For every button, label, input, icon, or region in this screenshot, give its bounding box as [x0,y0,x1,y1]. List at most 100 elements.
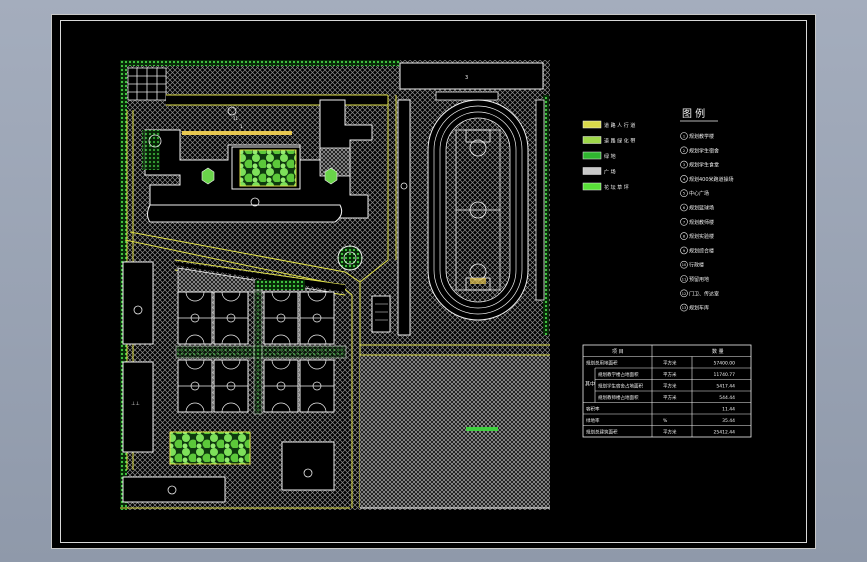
table-cell-value: 544.44 [719,395,735,401]
legend-item-number: 10 [682,263,686,267]
table-cell-unit: 平方米 [663,371,677,378]
legend-swatch: 道 路 绿 化 带 [582,136,635,145]
table-cell-value: 11.44 [722,407,735,413]
table-cell-unit: 平方米 [663,394,677,401]
legend-item-number: 2 [683,149,685,153]
building-north-label: 3 [465,75,468,81]
table-cell-name: 规划教学楼占地面积 [598,371,639,378]
tree-garden [169,431,251,465]
svg-text:⊥⊥: ⊥⊥ [131,401,140,407]
site-plan: 1 [120,60,550,510]
legend-swatch: 绿 地 [582,151,616,160]
north-green-belt [120,60,400,66]
track-west-strip [397,99,411,336]
legend-item-number: 13 [682,306,686,310]
legend-item-label: 规划教学楼 [689,133,714,140]
legend-item-number: 4 [683,177,686,181]
table-row: 容积率 11.44 [586,406,735,413]
parking-lot [127,67,167,101]
legend: 图 例 道 路 人 行 道道 路 绿 化 带绿 地广 场花 坛 草 坪 1 规划教… [582,107,734,312]
table-cell-value: 5417.44 [716,384,735,390]
legend-item: 9 规划综合楼 [680,246,714,254]
legend-item-label: 行政楼 [689,262,704,269]
legend-swatches: 道 路 人 行 道道 路 绿 化 带绿 地广 场花 坛 草 坪 [582,120,635,191]
east-green-belt [543,95,549,335]
legend-item: 1 规划教学楼 [680,132,714,140]
legend-item-label: 规划教师楼 [689,219,714,226]
building-number: 1 [240,124,243,129]
legend-item-label: 预留用地 [689,276,709,283]
reserved-marker [466,427,498,431]
legend-item-number: 7 [683,220,685,224]
basketball-court-pair [177,291,249,345]
table-cell-name: 绿地率 [586,417,600,424]
legend-item-label: 门卫、传达室 [689,290,719,297]
table-cell-unit: 平方米 [663,383,677,390]
table-cell-value: 11740.77 [714,372,736,378]
legend-item-number: 3 [683,163,685,167]
courtyard-garden [239,149,297,187]
drawing-frame [60,20,807,543]
legend-swatch-label: 花 坛 草 坪 [604,184,629,191]
legend-item-number: 11 [682,278,686,282]
table-cell-value: 57400.00 [714,361,736,367]
legend-item-number: 1 [683,135,685,139]
table-row: 规划总用地面积 平方米 57400.00 [586,360,735,367]
table-cell-name: 容积率 [586,406,600,413]
legend-swatch-label: 道 路 人 行 道 [604,122,635,129]
green-strip [255,280,305,290]
table-row: 绿地率%35.44 [586,417,735,424]
legend-item-number: 12 [682,292,686,296]
legend-item-number: 9 [683,249,685,253]
table-cell-name: 规划总用地面积 [586,360,618,367]
legend-item: 7 规划教师楼 [680,218,714,226]
legend-item-label: 规划400米跑道操场 [689,176,734,183]
building-small [371,295,391,333]
table-cell-name: 规划教师楼占地面积 [598,394,639,401]
legend-item-label: 中心广场 [689,190,709,197]
table-cell-value: 25412.44 [714,430,736,436]
legend-item-label: 规划实验楼 [689,233,714,240]
legend-item-label: 规划车库 [689,305,709,312]
table-row: 规划学生宿舍占地面积 平方米 5417.44 [598,383,735,390]
basketball-court-pair [263,359,335,413]
legend-title: 图 例 [682,107,705,120]
table-cell-unit: 平方米 [663,429,677,436]
legend-swatch-label: 广 场 [604,169,616,176]
legend-item-label: 规划学生宿舍 [689,147,719,154]
table-row: 规划教学楼占地面积 平方米 11740.77 [598,371,735,378]
legend-item-label: 规划综合楼 [689,247,714,254]
running-track [427,99,529,321]
legend-item-number: 6 [683,206,685,210]
legend-item: 6 规划篮球场 [680,203,714,212]
table-header: 项 目 [612,349,624,355]
table-cell-unit: 平方米 [663,360,677,367]
legend-item: 8 规划实验楼 [680,232,714,240]
legend-item: 2 规划学生宿舍 [680,146,719,154]
table-row: 规划教师楼占地面积 平方米 544.44 [598,394,735,401]
legend-item-number: 5 [683,192,685,196]
table-header: 数 量 [712,348,724,355]
legend-item-label: 规划学生食堂 [689,162,719,169]
legend-item-number: 8 [683,235,685,239]
table-cell-name: 规划学生宿舍占地面积 [598,383,643,390]
building-south [281,441,335,491]
legend-swatch-label: 道 路 绿 化 带 [604,138,635,145]
legend-swatch: 广 场 [582,167,616,176]
legend-swatch: 道 路 人 行 道 [582,120,635,129]
legend-swatch-label: 绿 地 [604,153,616,160]
legend-item: 5 中心广场 [680,189,709,197]
table-cell-name: 规划总建筑面积 [586,429,618,436]
roundabout [337,245,363,271]
north-road [166,94,388,106]
legend-item-label: 规划篮球场 [689,205,714,212]
building-west: ⊥⊥ [122,261,226,503]
